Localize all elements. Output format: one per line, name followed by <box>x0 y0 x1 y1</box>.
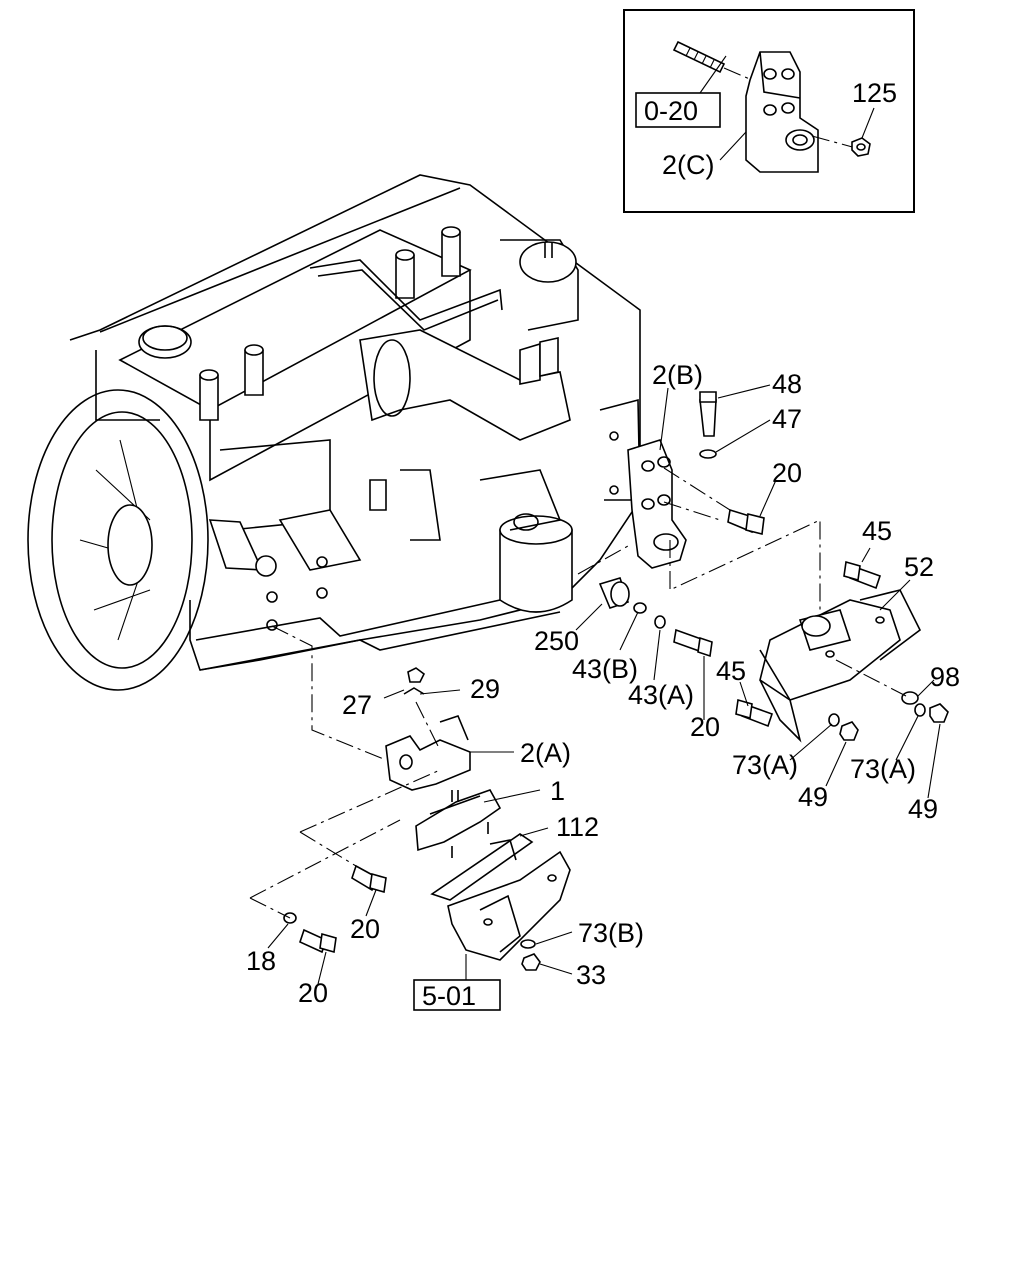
right-mount-assembly <box>735 560 949 743</box>
inset-bolt <box>672 40 753 81</box>
ref-0-20-label: 0-20 <box>644 96 698 126</box>
inset-nut-125 <box>851 107 875 157</box>
callout-45-top: 45 <box>862 516 892 546</box>
callout-112: 112 <box>556 812 599 842</box>
callout-20-bottom: 20 <box>298 978 328 1008</box>
callout-labels: 2(B) 48 47 20 45 52 250 43(B) 43(A) 20 4… <box>246 360 960 1008</box>
callout-20-low: 20 <box>350 914 380 944</box>
inset-bracket-2c <box>745 51 857 173</box>
bracket-2b-assembly <box>577 391 821 658</box>
callout-43b: 43(B) <box>572 654 638 684</box>
callout-125: 125 <box>852 78 897 108</box>
ref-box-0-20[interactable]: 0-20 <box>635 92 721 128</box>
detail-inset: 0-20 2(C) 125 <box>623 9 915 213</box>
callout-20-mid: 20 <box>690 712 720 742</box>
callout-33: 33 <box>576 960 606 990</box>
callout-47: 47 <box>772 404 802 434</box>
injectors <box>199 226 461 421</box>
callout-49-left: 49 <box>798 782 828 812</box>
callout-48: 48 <box>772 369 802 399</box>
callout-250: 250 <box>534 626 579 656</box>
callout-52: 52 <box>904 552 934 582</box>
callout-43a: 43(A) <box>628 680 694 710</box>
ref-box-5-01[interactable]: 5-01 <box>413 979 501 1011</box>
callout-2a: 2(A) <box>520 738 571 768</box>
ref-5-01-label: 5-01 <box>422 981 476 1011</box>
callout-73b: 73(B) <box>578 918 644 948</box>
intake-pipe <box>359 239 579 441</box>
fan-assembly <box>27 389 209 691</box>
oil-filter <box>499 513 573 613</box>
callout-27: 27 <box>342 690 372 720</box>
callout-45-low: 45 <box>716 656 746 686</box>
callout-18: 18 <box>246 946 276 976</box>
callout-73a-right: 73(A) <box>850 754 916 784</box>
callout-29: 29 <box>470 674 500 704</box>
callout-20-top: 20 <box>772 458 802 488</box>
callout-2b: 2(B) <box>652 360 703 390</box>
callout-49-right: 49 <box>908 794 938 824</box>
callout-1: 1 <box>550 776 565 806</box>
callout-98: 98 <box>930 662 960 692</box>
engine-illustration <box>27 174 641 691</box>
leader-lines <box>267 384 941 985</box>
lower-left-mount-assembly <box>249 625 571 971</box>
callout-2c: 2(C) <box>662 150 715 180</box>
callout-73a-left: 73(A) <box>732 750 798 780</box>
